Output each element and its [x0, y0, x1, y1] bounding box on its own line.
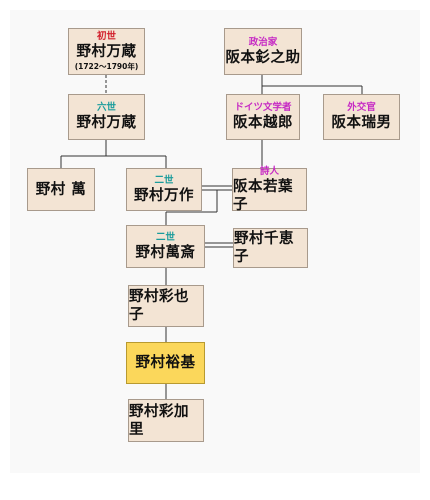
- diagram-background: [10, 10, 420, 473]
- role-label: 外交官: [347, 102, 376, 113]
- person-name: 阪本越郎: [233, 115, 293, 131]
- role-label: ドイツ文学者: [234, 102, 292, 113]
- role-label: 二世: [155, 231, 175, 243]
- role-label: 詩人: [259, 165, 279, 177]
- person-box-sakamoto-akinosuke: 政治家 阪本釤之助: [224, 28, 302, 75]
- person-box-nomura-man: 野村 萬: [27, 168, 95, 211]
- life-dates: (1722〜1790年): [74, 62, 139, 71]
- person-name: 野村萬斎: [135, 244, 196, 261]
- role-label: 六世: [96, 102, 116, 113]
- person-name: 阪本若葉子: [233, 178, 293, 213]
- person-name: 野村万作: [134, 187, 194, 204]
- person-box-sakamoto-wakabako: 詩人 阪本若葉子: [232, 165, 307, 213]
- person-name: 野村裕基: [135, 355, 196, 371]
- person-name: 野村万蔵: [76, 115, 137, 131]
- person-name: 野村彩加里: [129, 403, 189, 438]
- person-box-nomura-yuki-highlighted: 野村裕基: [126, 342, 205, 384]
- person-box-nomura-sayako: 野村彩也子: [128, 285, 204, 327]
- person-name: 阪本瑞男: [331, 115, 392, 131]
- role-label: 初世: [96, 31, 116, 42]
- role-label: 政治家: [248, 36, 278, 48]
- person-box-sakamoto-mizuo: 外交官 阪本瑞男: [323, 94, 400, 140]
- person-name: 野村 萬: [35, 181, 87, 198]
- person-name: 野村彩也子: [129, 289, 189, 323]
- person-box-nomura-mansaku: 二世 野村万作: [126, 168, 202, 211]
- person-name: 阪本釤之助: [225, 49, 301, 66]
- person-name: 野村万蔵: [76, 44, 137, 60]
- person-box-nomura-mansai: 二世 野村萬斎: [126, 225, 205, 268]
- person-box-sakamoto-etsuro: ドイツ文学者 阪本越郎: [226, 94, 300, 140]
- person-box-rokusei-nomura-manzo: 六世 野村万蔵: [68, 94, 145, 140]
- person-name: 野村千恵子: [234, 231, 294, 265]
- role-label: 二世: [154, 174, 174, 186]
- person-box-shodai-nomura-manzo: 初世 野村万蔵 (1722〜1790年): [68, 28, 145, 75]
- person-box-nomura-sayakari: 野村彩加里: [128, 399, 204, 442]
- person-box-nomura-chieko: 野村千恵子: [233, 228, 308, 268]
